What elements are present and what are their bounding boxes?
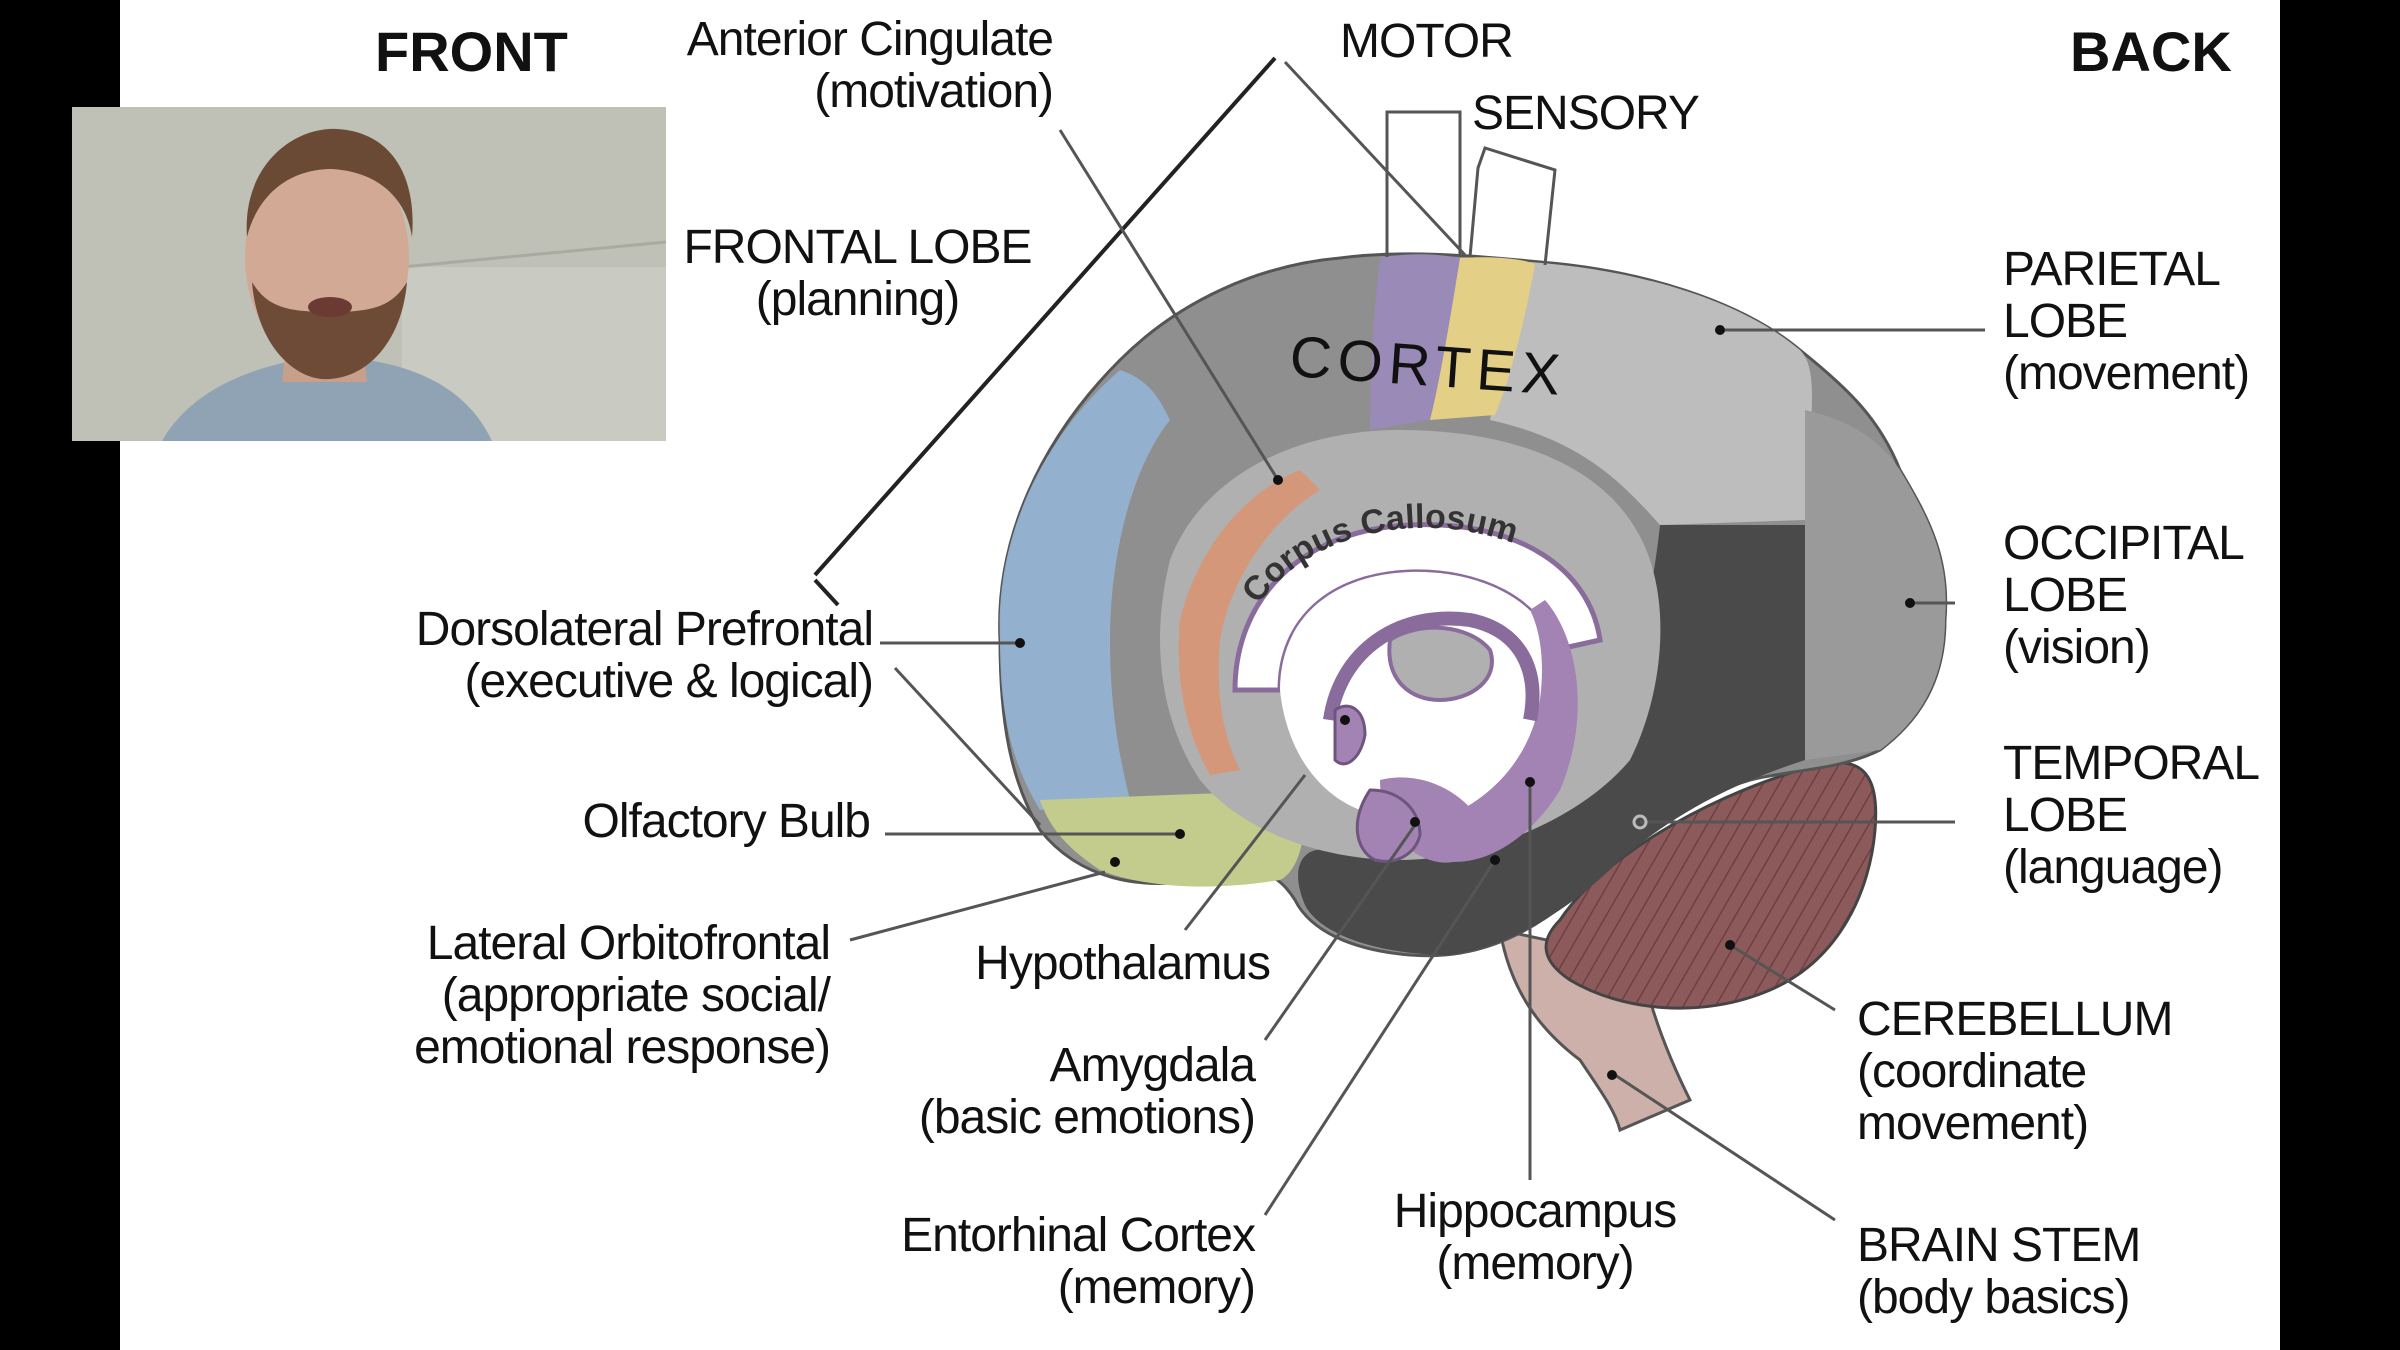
hippocampus-function: (memory): [1436, 1236, 1634, 1290]
occipital-region: [1805, 410, 1946, 760]
hypothalamus-leader: [1183, 774, 1307, 931]
anterior-cingulate-leader: [1058, 129, 1280, 481]
parietal-lobe-name-2: LOBE: [2003, 294, 2128, 348]
parietal-lobe-name-1: PARIETAL: [2003, 243, 2221, 296]
temporal-lobe-label: TEMPORAL LOBE (language): [2003, 737, 2260, 894]
sensory-bracket: [1468, 146, 1557, 266]
parietal-lobe-label: PARIETAL LOBE (movement): [2003, 243, 2250, 400]
brain-stem-function: (body basics): [1857, 1270, 2130, 1324]
sensory-label: SENSORY: [1472, 87, 1700, 140]
back-label: BACK: [2070, 20, 2232, 83]
motor-leader: [1283, 60, 1467, 257]
entorhinal-cortex-label: Entorhinal Cortex (memory): [860, 1209, 1256, 1314]
occipital-lobe-name-2: LOBE: [2003, 568, 2128, 622]
brainstem-leader: [1614, 1073, 1836, 1222]
fornix-region: [1323, 611, 1540, 722]
presenter-shirt: [162, 357, 492, 441]
frontal-lobe-label: FRONTAL LOBE (planning): [660, 222, 1055, 326]
frontal-lobe-bracket-line: [813, 56, 1277, 577]
presenter-hair: [246, 128, 413, 237]
presenter-mouth: [308, 297, 352, 317]
brain-stem-name: BRAIN STEM: [1857, 1219, 2141, 1272]
temporal-region: [1298, 525, 1805, 955]
entorhinal-leader: [1263, 859, 1497, 1216]
lateral-orbitofrontal-name: Lateral Orbitofrontal: [426, 917, 831, 970]
cerebellum-name: CEREBELLUM: [1857, 993, 2173, 1046]
leader-lines: [813, 56, 1985, 1222]
limbic-system-region: [1425, 600, 1578, 862]
frontal-lobe-function: (planning): [755, 272, 960, 326]
temporal-lobe-name-2: LOBE: [2003, 788, 2128, 842]
entorhinal-cortex-name: Entorhinal Cortex: [901, 1209, 1256, 1262]
motor-label: MOTOR: [1340, 15, 1514, 68]
lateral-orbitofrontal-function-2: emotional response): [414, 1020, 831, 1074]
brain-stem-label: BRAIN STEM (body basics): [1857, 1219, 2141, 1324]
cerebellum-function-1: (coordinate: [1857, 1044, 2087, 1098]
motor-cortex-region: [1370, 254, 1460, 430]
anterior-cingulate-function: (motivation): [814, 64, 1054, 118]
cerebellum-region: [1544, 761, 1878, 1010]
anterior-cingulate-name: Anterior Cingulate: [686, 13, 1054, 66]
amygdala-region: [1355, 788, 1422, 863]
frontal-lobe-name: FRONTAL LOBE: [683, 221, 1032, 274]
sensory-cortex-region: [1430, 257, 1535, 420]
parietal-lobe-function: (movement): [2003, 346, 2250, 400]
entorhinal-cortex-function: (memory): [1057, 1260, 1256, 1314]
amygdala-name: Amygdala: [1049, 1039, 1256, 1092]
occipital-lobe-name-1: OCCIPITAL: [2003, 517, 2245, 570]
olfactory-bulb-label: Olfactory Bulb: [582, 795, 871, 848]
cerebellum-label: CEREBELLUM (coordinate movement): [1857, 993, 2173, 1150]
presenter-beard: [252, 282, 407, 380]
temporal-lobe-name-1: TEMPORAL: [2003, 737, 2260, 790]
thalamus-region: [1387, 625, 1494, 703]
anterior-cingulate-label: Anterior Cingulate (motivation): [658, 13, 1054, 118]
parietal-region: [1490, 262, 1812, 525]
occipital-lobe-function: (vision): [2003, 620, 2151, 674]
dorsolateral-prefrontal-label: Dorsolateral Prefrontal (executive & log…: [340, 603, 874, 708]
dorsolateral-prefrontal-region: [999, 370, 1170, 810]
dorsolateral-prefrontal-name: Dorsolateral Prefrontal: [415, 603, 874, 656]
lateral-orbitofrontal-function-1: (appropriate social/: [441, 968, 831, 1022]
cerebellum-leader: [1729, 943, 1836, 1012]
pointer-dots: [1015, 325, 1915, 1080]
dorsolateral-leader-2: [893, 666, 1042, 827]
hippocampus-label: Hippocampus (memory): [1370, 1186, 1700, 1290]
occipital-lobe-label: OCCIPITAL LOBE (vision): [2003, 517, 2245, 674]
presenter-video-frame: [72, 107, 666, 441]
webcam-video-overlay[interactable]: [72, 107, 666, 441]
amygdala-label: Amygdala (basic emotions): [880, 1039, 1256, 1144]
orbitofrontal-leader: [849, 870, 1106, 942]
cerebellum-function-2: movement): [1857, 1096, 2089, 1150]
dorsolateral-prefrontal-function: (executive & logical): [464, 654, 874, 708]
motor-bracket: [1385, 110, 1462, 257]
hypothalamus-label: Hypothalamus: [975, 937, 1271, 990]
amygdala-leader: [1263, 824, 1417, 1041]
anterior-cingulate-region: [1178, 470, 1320, 775]
lateral-orbitofrontal-label: Lateral Orbitofrontal (appropriate socia…: [360, 917, 831, 1074]
temporal-lobe-function: (language): [2003, 840, 2224, 894]
amygdala-function: (basic emotions): [918, 1090, 1256, 1144]
front-label: FRONT: [375, 20, 568, 83]
hippocampus-name: Hippocampus: [1393, 1185, 1677, 1238]
